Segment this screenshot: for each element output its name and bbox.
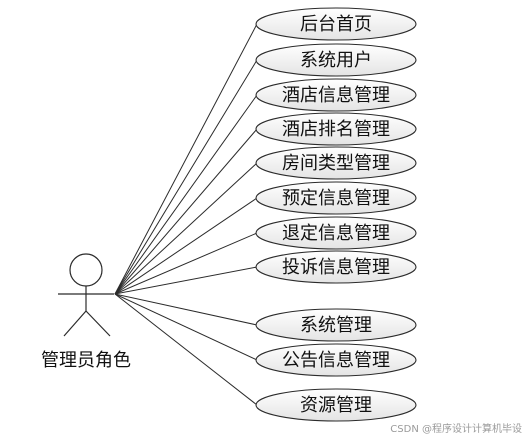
admin-actor: 管理员角色 <box>41 253 131 371</box>
use-case-label-notice-info: 公告信息管理 <box>282 350 390 371</box>
use-case-label-system-manage: 系统管理 <box>300 315 372 336</box>
use-case-ellipse-complaint-info <box>255 250 417 284</box>
association-line-resource-manage <box>114 293 258 406</box>
association-line-system-user <box>114 59 258 295</box>
use-case-checkout-info: 退定信息管理 <box>255 216 417 250</box>
actor-label: 管理员角色 <box>41 350 131 371</box>
use-case-room-type: 房间类型管理 <box>255 146 417 180</box>
use-case-ellipse-hotel-rank <box>255 112 417 146</box>
use-case-system-manage: 系统管理 <box>255 308 417 342</box>
use-case-label-home: 后台首页 <box>300 14 372 35</box>
use-case-ellipse-room-type <box>255 146 417 180</box>
association-line-room-type <box>114 162 258 295</box>
use-case-label-complaint-info: 投诉信息管理 <box>282 257 390 278</box>
actor-left-leg <box>63 310 87 337</box>
use-case-ellipse-checkout-info <box>255 216 417 250</box>
association-line-hotel-rank <box>114 128 258 295</box>
use-case-ellipse-system-manage <box>255 308 417 342</box>
use-case-ellipse-home <box>255 7 417 41</box>
association-line-complaint-info <box>114 266 258 295</box>
use-case-ellipse-booking-info <box>255 181 417 215</box>
use-case-label-system-user: 系统用户 <box>300 50 372 71</box>
association-line-home <box>114 23 258 295</box>
use-case-resource-manage: 资源管理 <box>255 388 417 422</box>
use-case-system-user: 系统用户 <box>255 43 417 77</box>
use-case-ellipse-resource-manage <box>255 388 417 422</box>
use-case-label-booking-info: 预定信息管理 <box>282 188 390 209</box>
association-line-hotel-info <box>114 94 258 295</box>
use-case-notice-info: 公告信息管理 <box>255 343 417 377</box>
use-case-booking-info: 预定信息管理 <box>255 181 417 215</box>
actor-head <box>69 253 103 287</box>
use-case-home: 后台首页 <box>255 7 417 41</box>
association-lines <box>114 23 258 406</box>
use-case-ellipse-notice-info <box>255 343 417 377</box>
use-case-label-resource-manage: 资源管理 <box>300 395 372 416</box>
use-case-complaint-info: 投诉信息管理 <box>255 250 417 284</box>
use-case-hotel-rank: 酒店排名管理 <box>255 112 417 146</box>
use-case-list: 后台首页系统用户酒店信息管理酒店排名管理房间类型管理预定信息管理退定信息管理投诉… <box>255 7 417 422</box>
association-line-notice-info <box>114 293 258 361</box>
actor-right-leg <box>85 310 111 337</box>
use-case-hotel-info: 酒店信息管理 <box>255 78 417 112</box>
association-line-checkout-info <box>114 232 258 295</box>
use-case-label-hotel-rank: 酒店排名管理 <box>282 119 390 140</box>
use-case-label-room-type: 房间类型管理 <box>282 153 390 174</box>
association-line-system-manage <box>114 293 258 326</box>
use-case-label-hotel-info: 酒店信息管理 <box>282 85 390 106</box>
use-case-ellipse-hotel-info <box>255 78 417 112</box>
use-case-ellipse-system-user <box>255 43 417 77</box>
use-case-label-checkout-info: 退定信息管理 <box>282 223 390 244</box>
watermark-text: CSDN @程序设计计算机毕设 <box>390 422 522 435</box>
association-line-booking-info <box>114 197 258 295</box>
